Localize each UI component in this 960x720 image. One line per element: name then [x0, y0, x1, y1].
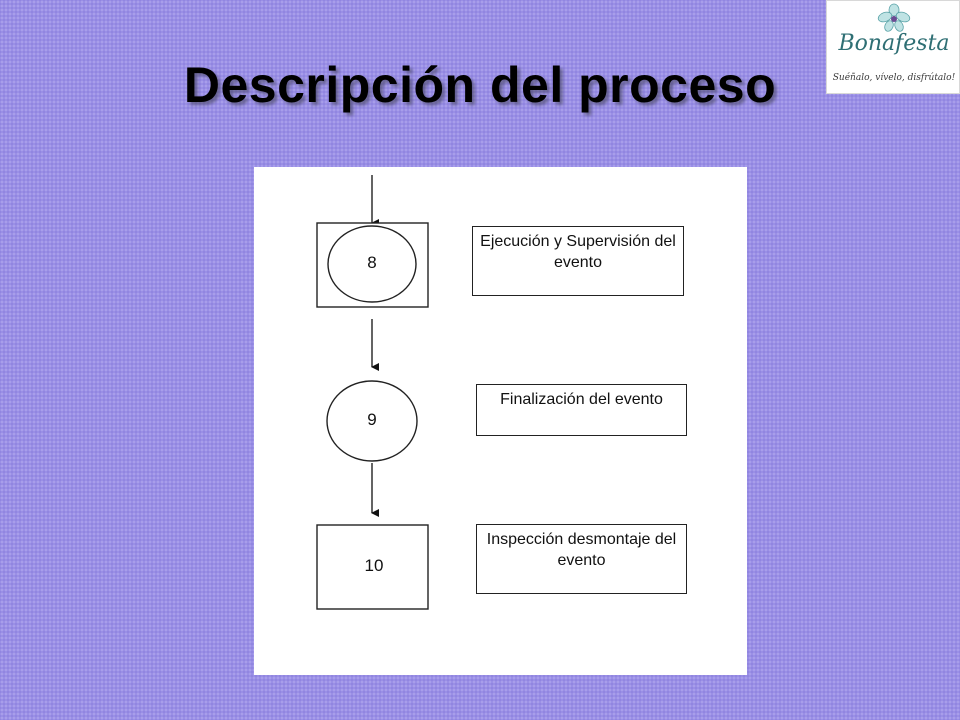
step-8-circle	[327, 225, 417, 303]
orchid-icon	[877, 3, 911, 32]
flowchart-panel: 8 9 10 Ejecución y Supervisión del event…	[254, 167, 747, 675]
step-9-number: 9	[367, 410, 377, 429]
logo-name: Bonafesta	[838, 31, 950, 56]
step-9-circle	[326, 380, 418, 462]
step-10-description: Inspección desmontaje del evento	[476, 524, 687, 594]
flowchart	[316, 175, 429, 610]
step-10-number: 10	[364, 556, 384, 575]
step-9-description: Finalización del evento	[476, 384, 687, 436]
logo-tagline: Suéñalo, vívelo, disfrútalo!	[832, 73, 956, 83]
step-10-square	[316, 524, 429, 610]
logo: Bonafesta Suéñalo, vívelo, disfrútalo!	[826, 0, 960, 94]
step-8-number: 8	[367, 253, 377, 272]
page-title: Descripción del proceso	[183, 57, 777, 113]
step-8-description: Ejecución y Supervisión del evento	[472, 226, 684, 296]
